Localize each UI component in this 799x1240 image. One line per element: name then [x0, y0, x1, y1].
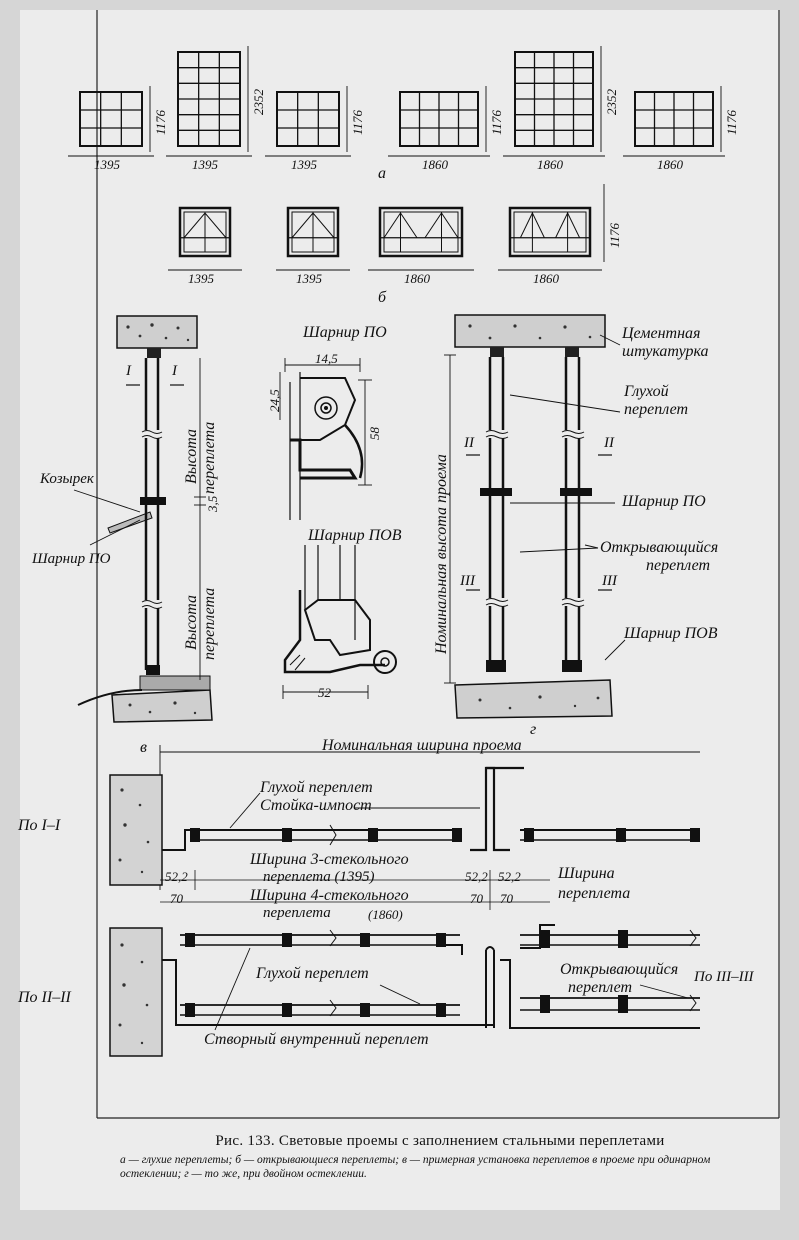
gluhoy-label-2: переплет — [624, 401, 689, 418]
panel-v-section — [73, 315, 213, 723]
cement-label-2: штукатурка — [622, 343, 709, 360]
stvorny-label: Створный внутренний переплет — [204, 1031, 429, 1048]
nominal-height-label: Номинальная высота проема — [433, 454, 450, 654]
section-i-i-label: По I–I — [18, 817, 61, 834]
dim-52-2-left: 52,2 — [165, 869, 188, 884]
opening-window-3 — [378, 206, 464, 258]
fixed-window-height-5: 2352 — [604, 89, 619, 115]
fixed-window-height-6: 1176 — [724, 109, 739, 135]
fixed-window-3 — [276, 91, 340, 147]
plan-otkr-label-2: переплет — [568, 979, 633, 996]
figure-caption: Рис. 133. Световые проемы с заполнением … — [120, 1133, 760, 1182]
section-mark-ii-left: II — [464, 435, 474, 451]
fixed-window-height-4: 1176 — [489, 109, 504, 135]
panel-g-section — [444, 314, 626, 719]
pereplet-label-right: переплета — [558, 885, 631, 902]
vysota-label-4: переплета — [201, 587, 218, 660]
opening-window-width-1: 1395 — [188, 271, 214, 286]
section-iii-iii-label: По III–III — [694, 969, 754, 985]
detail-sharnir-pov-title: Шарнир ПОВ — [308, 527, 402, 544]
nominal-width-label: Номинальная ширина проема — [322, 737, 522, 754]
fixed-window-width-2: 1395 — [192, 157, 218, 172]
fixed-window-width-5: 1860 — [537, 157, 563, 172]
fixed-window-height-3: 1176 — [350, 109, 365, 135]
fixed-window-width-3: 1395 — [291, 157, 317, 172]
detail-dim-14-5: 14,5 — [315, 351, 338, 366]
section-ii-ii-label: По II–II — [18, 989, 71, 1006]
detail-sharnir-po-title: Шарнир ПО — [303, 324, 387, 341]
detail-dim-58: 58 — [367, 427, 382, 440]
dim-52-2-mid-a: 52,2 — [465, 869, 488, 884]
otkr-label-1: Открывающийся — [600, 539, 719, 556]
dim-70-mid-a: 70 — [470, 891, 483, 906]
fixed-window-1 — [79, 91, 143, 147]
panel-v-letter: в — [140, 739, 147, 756]
panel-g-letter: г — [530, 721, 537, 738]
shirina4-label-3: (1860) — [368, 907, 403, 922]
vysota-label-2: переплета — [201, 421, 218, 494]
cement-label-1: Цементная — [622, 325, 701, 342]
plan-gluhoy2-label: Глухой переплет — [256, 965, 369, 982]
fixed-window-height-2: 2352 — [251, 89, 266, 115]
otkr-label-2: переплет — [646, 557, 711, 574]
opening-window-width-3: 1860 — [404, 271, 430, 286]
plan-sections — [109, 745, 700, 1057]
gap-dimension: 3,5 — [205, 495, 220, 512]
kozyrek-label: Козырек — [40, 471, 94, 487]
plan-gluhoy-label: Глухой переплет — [260, 779, 373, 796]
sharnir-pov-label-g: Шарнир ПОВ — [624, 625, 718, 642]
plan-stoyka-label: Стойка-импост — [260, 797, 372, 814]
fixed-window-width-1: 1395 — [94, 157, 120, 172]
panel-b-opening-windows — [168, 184, 605, 271]
shirina4-label-2: переплета — [263, 905, 331, 921]
opening-window-2 — [286, 206, 340, 258]
detail-dim-52: 52 — [318, 685, 331, 700]
caption-text: а — глухие переплеты; б — открывающиеся … — [120, 1154, 711, 1181]
dim-70-mid-b: 70 — [500, 891, 513, 906]
panel-a-letter: а — [378, 165, 386, 182]
vysota-label-3: Высота — [183, 594, 200, 650]
shirina3-label-1: Ширина 3-стекольного — [250, 851, 409, 868]
section-mark-iii-left: III — [460, 573, 475, 589]
detail-dim-24-5: 24,5 — [267, 389, 282, 412]
shirina-label-right: Ширина — [558, 865, 615, 882]
opening-window-height: 1176 — [607, 222, 622, 248]
sharnir-po-label-g: Шарнир ПО — [622, 493, 706, 510]
opening-window-width-2: 1395 — [296, 271, 322, 286]
vysota-label-1: Высота — [183, 428, 200, 484]
panel-a-fixed-windows — [68, 46, 725, 157]
hinge-details — [279, 358, 397, 699]
shirina3-label-2: переплета (1395) — [263, 869, 375, 885]
gluhoy-label-1: Глухой — [624, 383, 669, 400]
panel-b-letter: б — [378, 289, 387, 306]
opening-window-4 — [508, 206, 592, 258]
shirina4-label-1: Ширина 4-стекольного — [250, 887, 409, 904]
plan-otkr-label-1: Открывающийся — [560, 961, 679, 978]
caption-title: Рис. 133. Световые проемы с заполнением … — [215, 1133, 665, 1149]
section-mark-ii-right: II — [604, 435, 614, 451]
fixed-window-height-1: 1176 — [153, 109, 168, 135]
fixed-window-width-6: 1860 — [657, 157, 683, 172]
opening-window-1 — [178, 206, 232, 258]
section-mark-i-right: I — [172, 363, 177, 379]
dim-70-left: 70 — [170, 891, 183, 906]
section-mark-i-left: I — [126, 363, 131, 379]
sharnir-po-label-v: Шарнир ПО — [32, 551, 111, 567]
opening-window-width-4: 1860 — [533, 271, 559, 286]
section-mark-iii-right: III — [602, 573, 617, 589]
fixed-window-width-4: 1860 — [422, 157, 448, 172]
dim-52-2-mid-b: 52,2 — [498, 869, 521, 884]
